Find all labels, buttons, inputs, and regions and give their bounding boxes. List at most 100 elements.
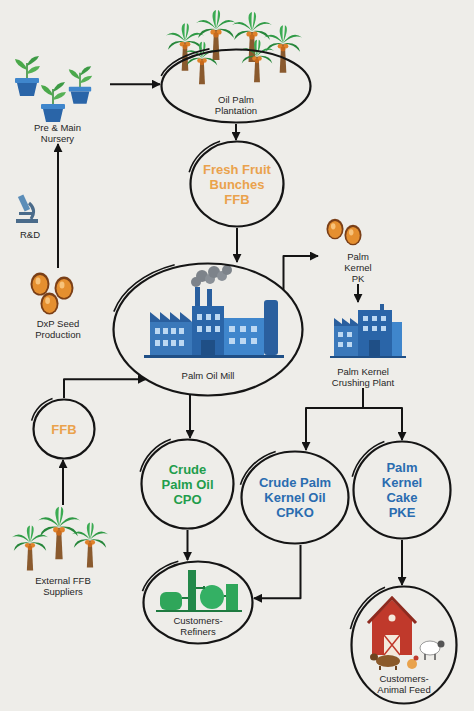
icon-node: Palm Kernel PK (318, 214, 398, 284)
flow-arrow (254, 545, 301, 598)
window (197, 326, 202, 332)
sketch-stroke (161, 49, 209, 76)
flow-arrow (57, 144, 59, 268)
factory-building (192, 306, 224, 355)
ellipse-node: Customers- Animal Feed (350, 585, 458, 705)
factory-building (358, 310, 392, 356)
window (381, 316, 386, 321)
sketch-circle (352, 587, 457, 704)
node-label: Crude Palm Oil CPO (153, 462, 223, 507)
flow-arrow (284, 256, 319, 290)
window (155, 340, 160, 346)
sketch-circle (114, 264, 303, 396)
barn-window (389, 615, 396, 622)
ellipse-node: Crude Palm Oil CPO (140, 438, 235, 530)
palm-tree (38, 507, 80, 560)
sheep (420, 641, 440, 655)
smoke-puff (222, 265, 232, 275)
animal-feed-icon (368, 598, 445, 670)
seedling-pot (15, 56, 40, 96)
refinery-icon (156, 570, 242, 612)
window (363, 316, 368, 321)
crushing-plant-icon (330, 304, 406, 358)
pipe (182, 586, 226, 598)
barn-door (384, 635, 400, 655)
barn-door-cross (384, 635, 400, 655)
palm-tree (185, 42, 219, 85)
ellipse-node: Customers- Refiners (142, 560, 254, 645)
cow (376, 655, 400, 667)
sketch-stroke (32, 398, 53, 420)
ground-line (330, 356, 406, 358)
node-label: Palm Oil Mill (182, 370, 235, 381)
node-label: Pre & Main Nursery (22, 122, 94, 144)
window (338, 342, 343, 347)
sketch-stroke (142, 561, 178, 591)
kernel (326, 219, 343, 240)
sheep-legs (425, 654, 435, 660)
node-label: Palm Kernel PK (337, 251, 379, 284)
sheep-head (438, 641, 445, 648)
flow-arrow (306, 388, 363, 450)
window (381, 326, 386, 331)
factory-door (201, 340, 215, 355)
node-label: FFB (51, 422, 76, 437)
flow-arrow (235, 124, 237, 140)
sketch-stroke (140, 439, 171, 471)
window (347, 332, 352, 337)
kernel (344, 225, 361, 246)
window (155, 328, 160, 334)
ellipse-node: Fresh Fruit Bunches FFB (189, 140, 285, 228)
cow-legs (380, 666, 396, 670)
sketch-circle (162, 50, 311, 123)
seedling-pot (41, 82, 66, 122)
microscope-arm (29, 203, 34, 219)
window (206, 314, 211, 320)
seed (40, 293, 58, 315)
cow-head (370, 654, 378, 661)
window (251, 338, 257, 344)
sawtooth-roof (150, 312, 192, 322)
sketch-circle (191, 142, 284, 227)
window (363, 326, 368, 331)
node-label: Customers- Animal Feed (371, 673, 437, 695)
window (229, 338, 235, 344)
ground-line (144, 355, 284, 358)
window (372, 316, 377, 321)
palm-tree (232, 12, 272, 62)
distillation-column (188, 570, 196, 610)
factory-door (369, 340, 380, 356)
sawtooth-roof (334, 318, 358, 326)
ellipse-node: Palm Kernel Cake PKE (352, 440, 452, 540)
window (206, 326, 211, 332)
icon-node: Pre & Main Nursery (5, 52, 110, 144)
window (171, 328, 176, 334)
window (215, 326, 220, 332)
storage-tank (226, 584, 238, 610)
icon-node: Palm Kernel Crushing Plant (318, 302, 408, 388)
window (179, 328, 184, 334)
window (163, 340, 168, 346)
palm-tree (240, 40, 274, 83)
node-label: R&D (20, 229, 40, 240)
sketch-circle (354, 442, 451, 539)
flow-arrow (62, 460, 64, 505)
icon-node: DxP Seed Production (18, 268, 98, 340)
ellipse-node: Crude Palm Kernel Oil CPKO (240, 450, 350, 545)
flow-arrow (187, 530, 189, 560)
factory-building (392, 322, 402, 356)
node-label: External FFB Suppliers (23, 575, 103, 597)
sketch-circle (34, 400, 95, 459)
mill-factory-icon (144, 265, 284, 358)
node-label: Palm Kernel Cake PKE (372, 460, 432, 520)
seed (31, 273, 50, 296)
window (347, 342, 352, 347)
chimney (207, 289, 212, 307)
sketch-circle (142, 440, 234, 529)
seed (55, 277, 74, 300)
storage-tank (160, 592, 182, 610)
sketch-circle (144, 562, 253, 644)
ellipse-node: Palm Oil Mill (112, 262, 304, 397)
flow-arrow (236, 228, 238, 262)
